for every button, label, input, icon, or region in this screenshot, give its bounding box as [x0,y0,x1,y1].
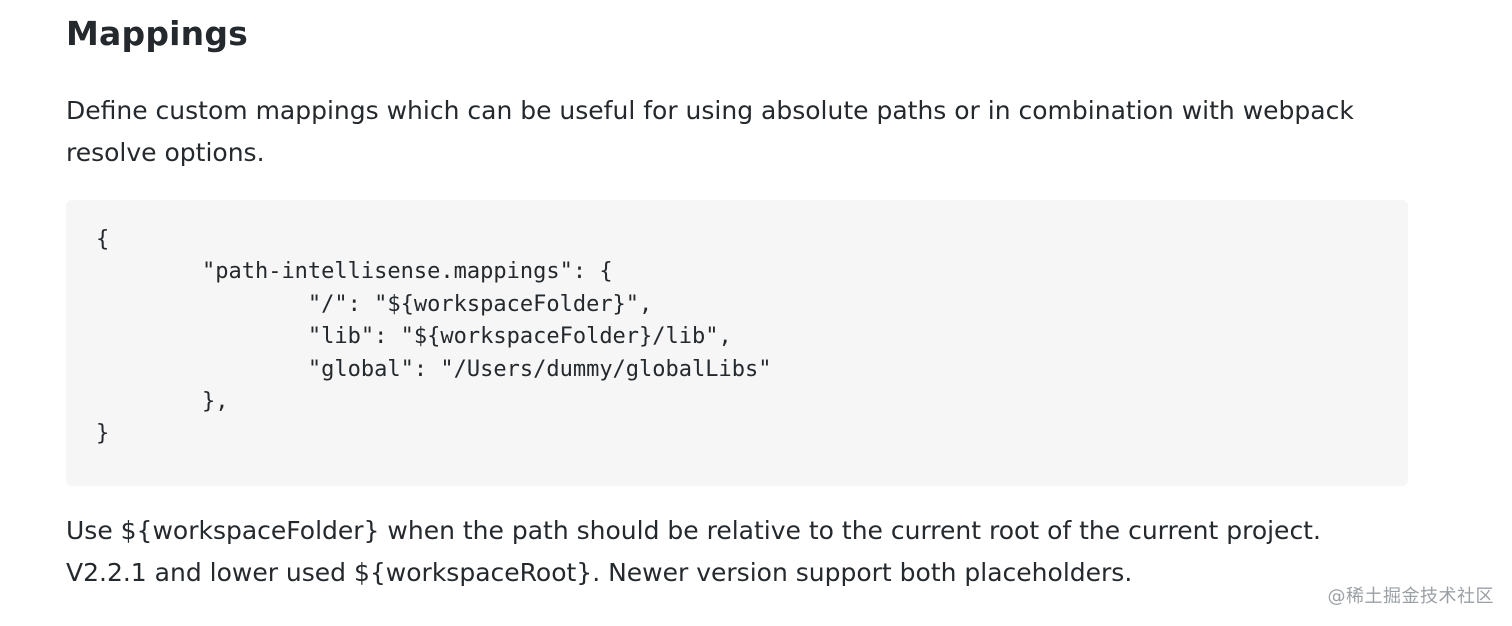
watermark: @稀土掘金技术社区 [1327,586,1494,607]
code-line: "lib": "${workspaceFolder}/lib", [96,324,732,350]
code-line: }, [96,388,229,414]
code-line: { [96,227,110,252]
note-paragraph: Use ${workspaceFolder} when the path sho… [66,516,1321,587]
section-heading: Mappings [66,14,249,53]
code-line: "/": "${workspaceFolder}", [96,291,653,317]
code-line: "global": "/Users/dummy/globalLibs" [96,356,772,382]
code-line: } [96,421,110,447]
code-line: "path-intellisense.mappings": { [96,259,613,285]
code-block: { "path-intellisense.mappings": { "/": "… [66,200,1408,486]
intro-paragraph: Define custom mappings which can be usef… [66,96,1354,167]
code-text: { "path-intellisense.mappings": { "/": "… [96,224,1378,451]
